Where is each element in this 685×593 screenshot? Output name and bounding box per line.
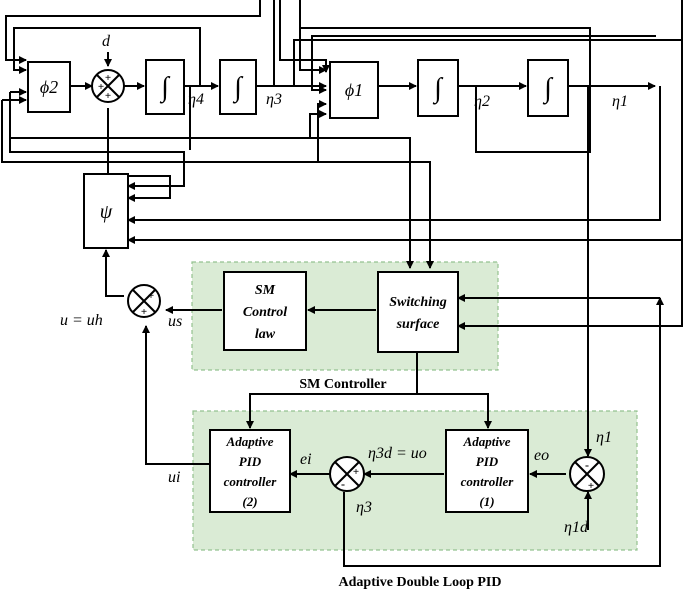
phi2-label: ϕ2 bbox=[40, 77, 58, 97]
pid2-line-2: PID bbox=[239, 454, 262, 469]
svg-text:+: + bbox=[148, 290, 154, 302]
pid1-line-3: controller bbox=[461, 474, 515, 489]
eta1-feedback-label: η1 bbox=[596, 429, 612, 446]
switching-line-1: Switching bbox=[389, 295, 447, 310]
pid-region-caption: Adaptive Double Loop PID bbox=[339, 575, 502, 590]
sum-junction-d: + + + bbox=[91, 69, 125, 103]
pid1-line-4: (1) bbox=[479, 494, 494, 509]
pid2-text: Adaptive PID controller (2) bbox=[224, 434, 278, 509]
integrator-3-label: ∫ bbox=[432, 73, 444, 105]
eta2-label: η2 bbox=[474, 93, 490, 110]
integrator-4-label: ∫ bbox=[542, 73, 554, 105]
sm-control-law-block bbox=[223, 271, 307, 351]
switching-surface-text: Switching surface bbox=[389, 295, 447, 332]
sm-law-line-3: law bbox=[255, 327, 276, 342]
ei-label: ei bbox=[300, 451, 312, 468]
pid1-text: Adaptive PID controller (1) bbox=[461, 434, 515, 509]
ui-label: ui bbox=[168, 469, 180, 486]
eo-label: eo bbox=[534, 447, 549, 464]
pid-controller-2-block bbox=[209, 429, 291, 513]
svg-text:-: - bbox=[341, 477, 345, 491]
disturbance-label: d bbox=[102, 33, 111, 50]
switching-line-2: surface bbox=[396, 317, 440, 332]
pid1-line-1: Adaptive bbox=[463, 434, 511, 449]
svg-text:+: + bbox=[141, 306, 147, 318]
svg-text:+: + bbox=[353, 466, 359, 478]
svg-text:+: + bbox=[105, 72, 111, 84]
sm-control-law-text: SM Control law bbox=[243, 283, 287, 342]
eta3-label: η3 bbox=[266, 91, 282, 108]
integrator-1 bbox=[145, 59, 185, 115]
us-label: us bbox=[168, 313, 182, 330]
phi2-block bbox=[27, 61, 71, 113]
eta3-feedback-label: η3 bbox=[356, 499, 372, 516]
psi-label: ψ bbox=[100, 201, 113, 223]
psi-block bbox=[83, 173, 129, 249]
pid2-line-3: controller bbox=[224, 474, 278, 489]
svg-text:+: + bbox=[588, 480, 594, 492]
sm-law-line-1: SM bbox=[255, 283, 276, 298]
pid1-line-2: PID bbox=[476, 454, 499, 469]
u-equals-uh-label: u = uh bbox=[60, 312, 103, 329]
switching-surface-block bbox=[377, 271, 459, 353]
signal-labels: d η4 η3 η2 η1 u = uh us ui ei η3d = uo e… bbox=[60, 33, 628, 536]
sm-controller-caption: SM Controller bbox=[299, 377, 386, 392]
eta1d-label: η1d bbox=[564, 519, 589, 536]
pid2-line-1: Adaptive bbox=[226, 434, 274, 449]
svg-text:+: + bbox=[105, 90, 111, 102]
eta4-label: η4 bbox=[188, 91, 204, 108]
pid-controller-1-block bbox=[445, 429, 529, 513]
phi1-block bbox=[329, 61, 379, 119]
sm-law-line-2: Control bbox=[243, 305, 287, 320]
integrator-2 bbox=[219, 59, 257, 115]
wiring bbox=[1, 0, 683, 567]
svg-text:+: + bbox=[98, 81, 104, 93]
integrator-2-label: ∫ bbox=[232, 72, 244, 104]
pid2-line-4: (2) bbox=[242, 494, 257, 509]
phi1-label: ϕ1 bbox=[345, 80, 363, 100]
sum-junction-inner: + - bbox=[329, 456, 365, 492]
integrator-4 bbox=[527, 59, 569, 117]
svg-text:-: - bbox=[585, 458, 589, 472]
sum-junction-u: + + bbox=[127, 284, 161, 318]
integrator-3 bbox=[417, 59, 459, 117]
sum-junction-outer: - + bbox=[569, 456, 605, 492]
eta3d-label: η3d = uo bbox=[368, 445, 427, 462]
eta1-label: η1 bbox=[612, 93, 628, 110]
integrator-1-label: ∫ bbox=[159, 72, 171, 104]
